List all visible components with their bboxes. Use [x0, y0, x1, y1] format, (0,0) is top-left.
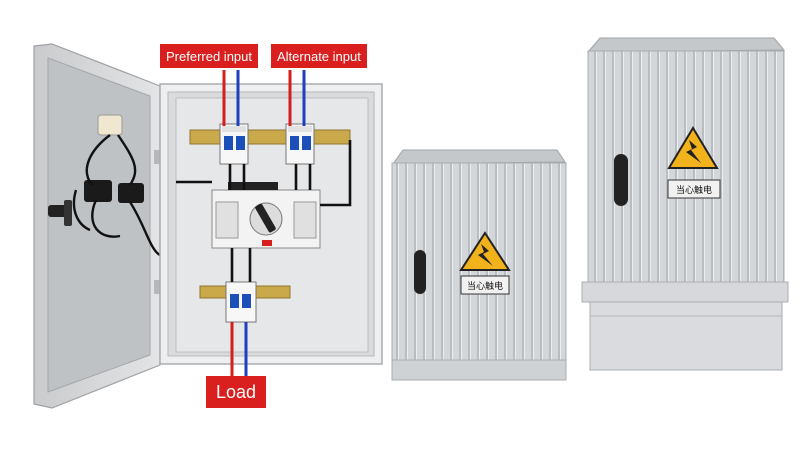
door-switch-right	[118, 183, 144, 203]
automatic-transfer-switch	[211, 182, 321, 249]
small-outdoor-cabinet: 当心触电	[391, 149, 567, 381]
alternate-input-breaker	[285, 123, 315, 165]
alternate-input-label: Alternate input	[271, 44, 367, 68]
preferred-input-label: Preferred input	[160, 44, 258, 68]
indicator-socket	[97, 114, 123, 136]
door-handle-icon	[614, 154, 628, 206]
door-switch-left	[84, 180, 112, 202]
open-distribution-box	[33, 43, 383, 409]
preferred-input-breaker	[219, 123, 249, 165]
cabinet-base	[589, 301, 783, 371]
warning-plate	[460, 275, 510, 295]
large-outdoor-cabinet: 当心触电	[581, 37, 789, 371]
load-breaker	[225, 281, 257, 323]
door-latch-icon	[48, 200, 72, 226]
load-label: Load	[206, 376, 267, 408]
top-din-rail	[189, 129, 351, 145]
electric-shock-warning-icon	[667, 126, 719, 169]
door-handle-icon	[414, 250, 426, 294]
warning-plate	[667, 179, 721, 199]
large-warning-text: 当心触电	[676, 184, 712, 196]
electric-shock-warning-icon	[459, 231, 511, 271]
small-warning-text: 当心触电	[467, 280, 503, 292]
